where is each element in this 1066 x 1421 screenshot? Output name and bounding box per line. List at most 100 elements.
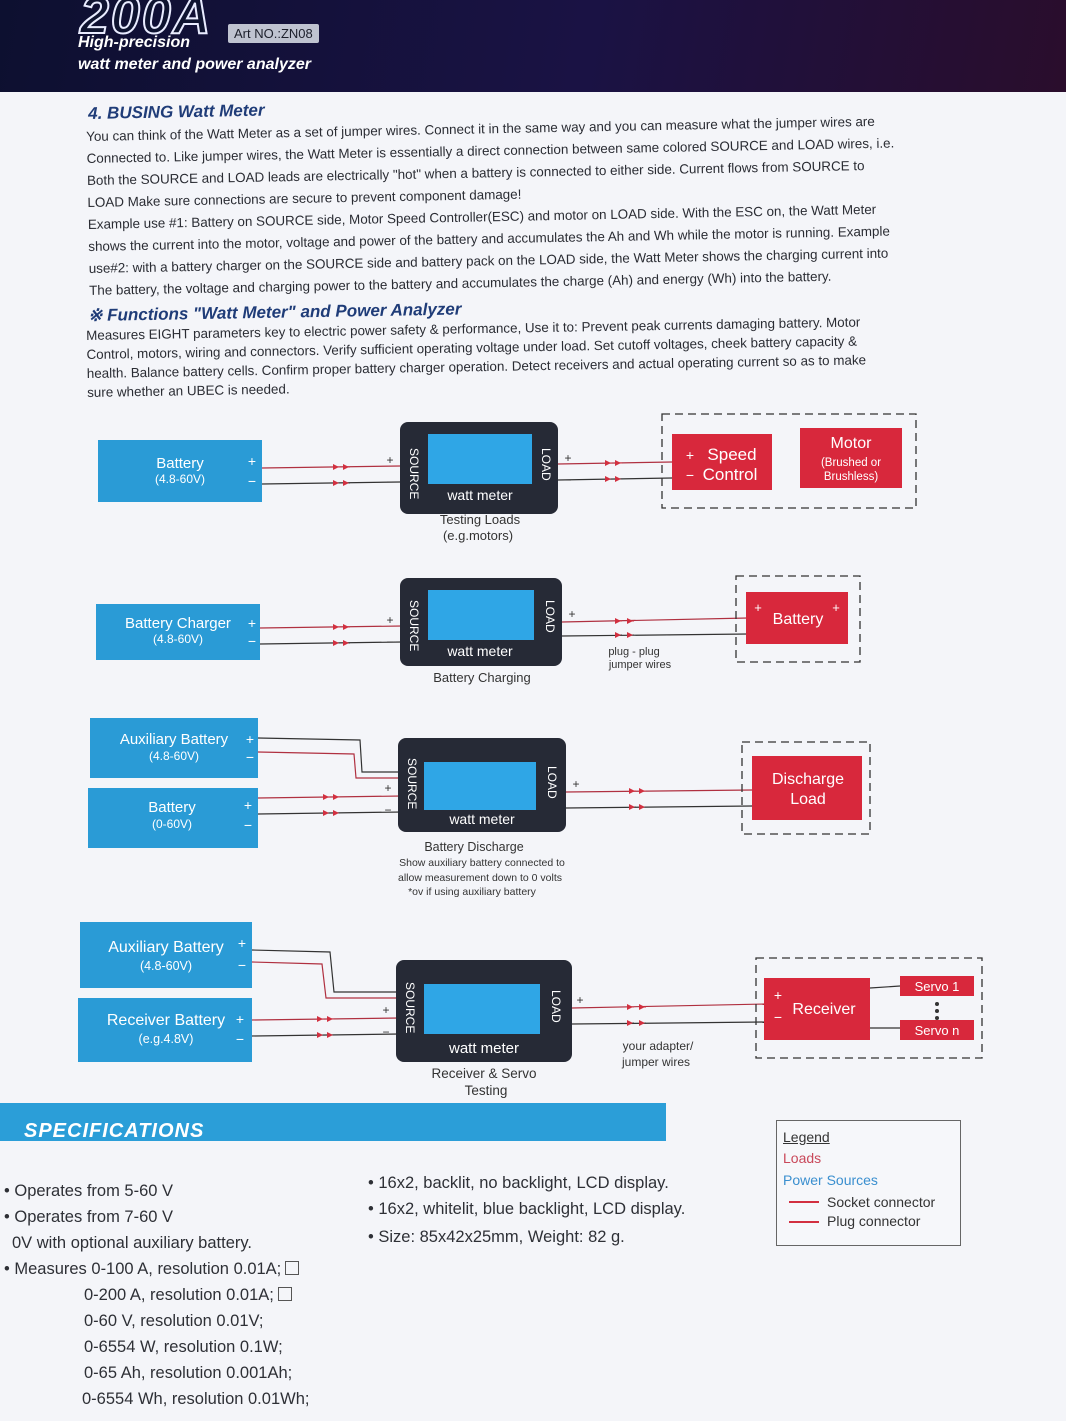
- servo-1-box: [900, 976, 974, 996]
- load-battery-box: [746, 592, 848, 644]
- functions-paragraph: Measures EIGHT parameters key to electri…: [86, 311, 967, 402]
- specifications-bar: [0, 1103, 666, 1141]
- minus-sign: −: [384, 803, 391, 817]
- minus-sign: −: [246, 749, 254, 765]
- legend-loads: Loads: [783, 1150, 822, 1166]
- model-title: 200A: [79, 0, 213, 46]
- caption: *ov if using auxiliary battery: [408, 886, 537, 898]
- legend-title: Legend: [783, 1129, 830, 1145]
- busing-paragraph: You can think of the Watt Meter as a set…: [86, 109, 969, 302]
- aux-battery-box: [80, 922, 252, 988]
- plus-sign: +: [384, 781, 391, 795]
- minus-sign: −: [386, 475, 393, 489]
- minus-sign: −: [382, 1025, 389, 1039]
- load-frame: [755, 957, 983, 1059]
- spec-item: 0-60 V, resolution 0.01V;: [84, 1312, 264, 1330]
- receiver-label: Receiver: [792, 1001, 856, 1018]
- legend-box: Legend Loads Power Sources Socket connec…: [776, 1120, 961, 1246]
- aux-label: Auxiliary Battery: [108, 939, 224, 956]
- checkbox-icon: [277, 1287, 292, 1301]
- adapter-note: jumper wires: [621, 1055, 690, 1069]
- spec-item: 0-6554 Wh, resolution 0.01Wh;: [82, 1390, 310, 1408]
- caption: Battery Charging: [433, 670, 531, 685]
- spec-item: • Operates from 5-60 V: [4, 1182, 174, 1200]
- discharge-label: Discharge: [772, 771, 844, 788]
- aux-range: (4.8-60V): [140, 959, 192, 973]
- spec-item: • Size: 85x42x25mm, Weight: 82 g.: [368, 1228, 625, 1246]
- checkbox-icon: [285, 1261, 300, 1275]
- source-label: SOURCE: [403, 982, 417, 1033]
- spec-item: 0-65 Ah, resolution 0.001Ah;: [84, 1364, 293, 1382]
- spec-item: • Operates from 7-60 V: [4, 1208, 174, 1226]
- plus-sign: +: [572, 777, 579, 791]
- plus-sign: +: [386, 453, 393, 467]
- load-frame: [735, 575, 861, 663]
- load-frame: [741, 741, 871, 835]
- specifications-list-right: • 16x2, backlit, no backlight, LCD displ…: [368, 1170, 685, 1250]
- esc-label: Speed: [707, 445, 756, 464]
- lcd-screen: [424, 984, 540, 1034]
- specifications-title: SPECIFICATIONS: [24, 1120, 205, 1142]
- receiver-battery-range: (e.g.4.8V): [139, 1032, 194, 1046]
- diagram-battery-discharge: Auxiliary Battery (4.8-60V) + − Battery …: [88, 718, 871, 898]
- source-label: SOURCE: [405, 758, 419, 809]
- busing-title: 4. BUSING Watt Meter: [88, 100, 265, 123]
- receiver-battery-label: Receiver Battery: [107, 1012, 225, 1029]
- caption: (e.g.motors): [443, 528, 513, 543]
- minus-sign: −: [564, 473, 571, 487]
- minus-sign: −: [248, 473, 256, 489]
- battery-label: Battery: [148, 799, 196, 816]
- plus-sign: +: [386, 613, 393, 627]
- battery-box: [88, 788, 258, 848]
- caption: allow measurement down to 0 volts: [398, 872, 562, 884]
- caption: Testing Loads: [440, 512, 521, 527]
- plus-sign: +: [832, 600, 840, 615]
- spec-item: 0V with optional auxiliary battery.: [12, 1234, 252, 1252]
- speed-control-box: [672, 434, 772, 490]
- spec-item: 0-200 A, resolution 0.01A;: [4, 1282, 309, 1308]
- plus-sign: +: [576, 993, 583, 1007]
- plus-sign: +: [774, 987, 782, 1003]
- servo-label: Servo n: [915, 1023, 960, 1038]
- minus-sign: −: [248, 633, 256, 649]
- minus-sign: −: [774, 1009, 782, 1025]
- aux-battery-box: [90, 718, 258, 778]
- caption: Testing: [465, 1083, 508, 1098]
- minus-sign: −: [236, 1031, 244, 1047]
- lcd-screen: [424, 762, 536, 810]
- meter-label: watt meter: [448, 1040, 519, 1057]
- spec-item: • 16x2, backlit, no backlight, LCD displ…: [368, 1174, 669, 1192]
- caption: Battery Discharge: [424, 840, 523, 854]
- source-label: SOURCE: [407, 600, 421, 651]
- battery-range: (4.8-60V): [155, 472, 205, 486]
- motor-box: [800, 428, 902, 488]
- socket-connector-icon: [789, 1201, 819, 1203]
- plus-sign: +: [568, 607, 575, 621]
- plug-note: jumper wires: [608, 659, 672, 671]
- lcd-screen: [428, 590, 534, 640]
- plus-sign: +: [686, 447, 694, 463]
- aux-label: Auxiliary Battery: [120, 731, 229, 748]
- charger-box: [96, 604, 260, 660]
- meter-label: watt meter: [446, 487, 513, 503]
- discharge-load-box: [752, 756, 862, 820]
- spec-item: 0-6554 W, resolution 0.1W;: [84, 1338, 283, 1356]
- spec-item: • 16x2, whitelit, blue backlight, LCD di…: [368, 1200, 686, 1218]
- minus-sign: −: [686, 467, 694, 483]
- receiver-battery-box: [78, 998, 252, 1062]
- load-label: LOAD: [545, 766, 559, 799]
- battery-range: (0-60V): [152, 817, 192, 831]
- art-number: Art NO.:ZN08: [228, 24, 319, 43]
- diagram-receiver-servo: Auxiliary Battery (4.8-60V) + − Receiver…: [78, 922, 983, 1098]
- caption: Show auxiliary battery connected to: [399, 857, 565, 869]
- plus-sign: +: [236, 1011, 244, 1027]
- motor-label: Motor: [831, 435, 873, 452]
- specifications-list-left: • Operates from 5-60 V • Operates from 7…: [4, 1178, 309, 1412]
- battery-box: [98, 440, 262, 502]
- legend-sources: Power Sources: [783, 1172, 878, 1188]
- caption: Receiver & Servo: [431, 1066, 536, 1081]
- diagram-battery-charging: Battery Charger (4.8-60V) + − + − SOURCE…: [96, 575, 861, 685]
- charger-range: (4.8-60V): [153, 632, 203, 646]
- plug-connector-icon: [789, 1221, 819, 1223]
